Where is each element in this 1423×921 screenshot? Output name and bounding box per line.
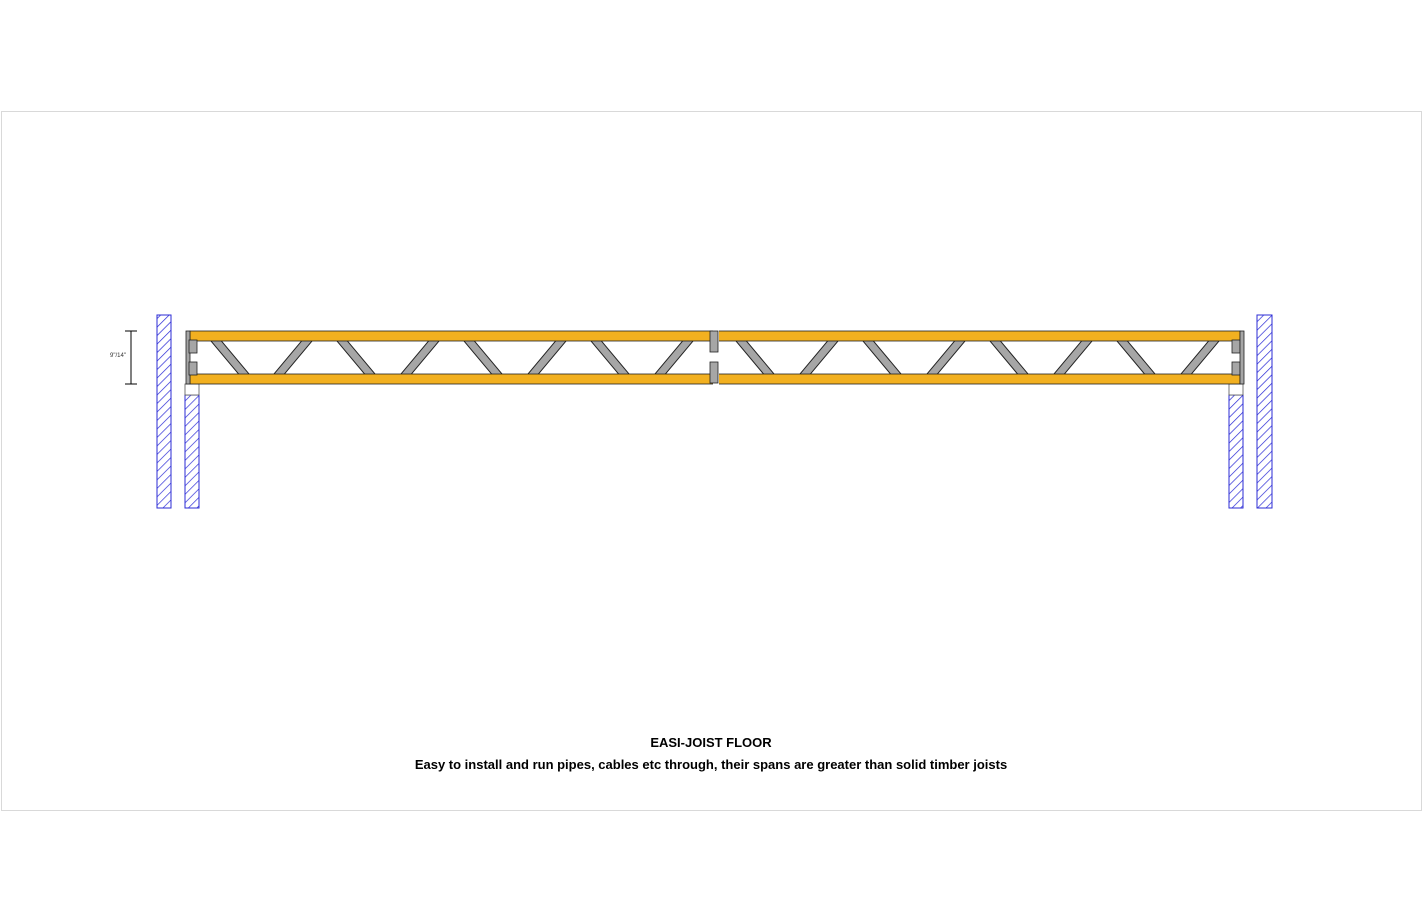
chord-joint-gap [713, 330, 719, 385]
left-end-block-lower [188, 361, 198, 376]
caption-description: Easy to install and run pipes, cables et… [415, 757, 1007, 772]
left-end-cap [185, 330, 191, 385]
web-right-joist [724, 331, 1232, 384]
right-end-block-upper [1231, 339, 1241, 354]
right-inner-wall [1228, 394, 1244, 509]
right-end-cap [1239, 330, 1245, 385]
left-outer-wall [156, 314, 172, 509]
mid-splice-upper [709, 330, 719, 353]
caption-title: EASI-JOIST FLOOR [650, 735, 772, 750]
mid-splice-lower [709, 361, 719, 384]
depth-dimension: 9"/14" [110, 330, 137, 385]
right-end-block-lower [1231, 361, 1241, 376]
depth-dimension-label: 9"/14" [110, 353, 126, 359]
web-right-joist-fill [724, 332, 1232, 383]
left-wall-plate [184, 383, 200, 396]
left-end-block-upper [188, 339, 198, 354]
right-wall-plate [1228, 383, 1244, 396]
stiffener-group [185, 330, 1245, 385]
right-outer-wall [1256, 314, 1273, 509]
drawing-sheet [1, 111, 1422, 811]
left-inner-wall [184, 394, 200, 509]
web-left-joist [199, 331, 707, 384]
